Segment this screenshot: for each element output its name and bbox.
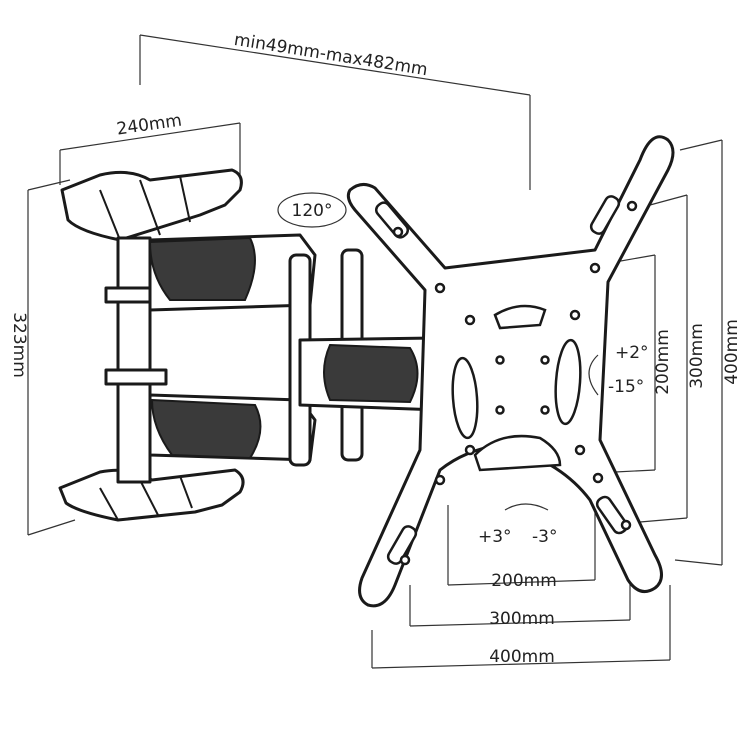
level-minus-label: -3°	[532, 527, 557, 547]
swivel-arc-icon	[277, 192, 347, 228]
vesa-horizontal-400-label: 400mm	[489, 647, 555, 667]
swivel-angle-label: 120°	[292, 201, 333, 221]
vesa-vertical-300-label: 300mm	[687, 323, 707, 389]
wall-plate-width-label: 240mm	[115, 111, 183, 140]
tilt-down-label: -15°	[608, 377, 644, 397]
articulating-arms	[148, 233, 442, 467]
vesa-horizontal-200-label: 200mm	[491, 571, 557, 591]
wall-plate-height-label: 323mm	[9, 312, 29, 378]
vesa-vertical-200-label: 200mm	[653, 329, 673, 395]
level-arc-icon	[504, 503, 549, 511]
level-plus-label: +3°	[478, 527, 512, 547]
tilt-up-label: +2°	[615, 343, 649, 363]
extension-dimension-label: min49mm-max482mm	[233, 30, 429, 80]
vesa-horizontal-300-label: 300mm	[489, 609, 555, 629]
vesa-plate	[346, 135, 675, 608]
dimension-lines	[27, 34, 723, 669]
wall-plate	[58, 168, 245, 522]
rotation-arcs	[277, 192, 599, 511]
tilt-arc-icon	[588, 354, 599, 396]
vesa-vertical-400-label: 400mm	[722, 319, 742, 385]
